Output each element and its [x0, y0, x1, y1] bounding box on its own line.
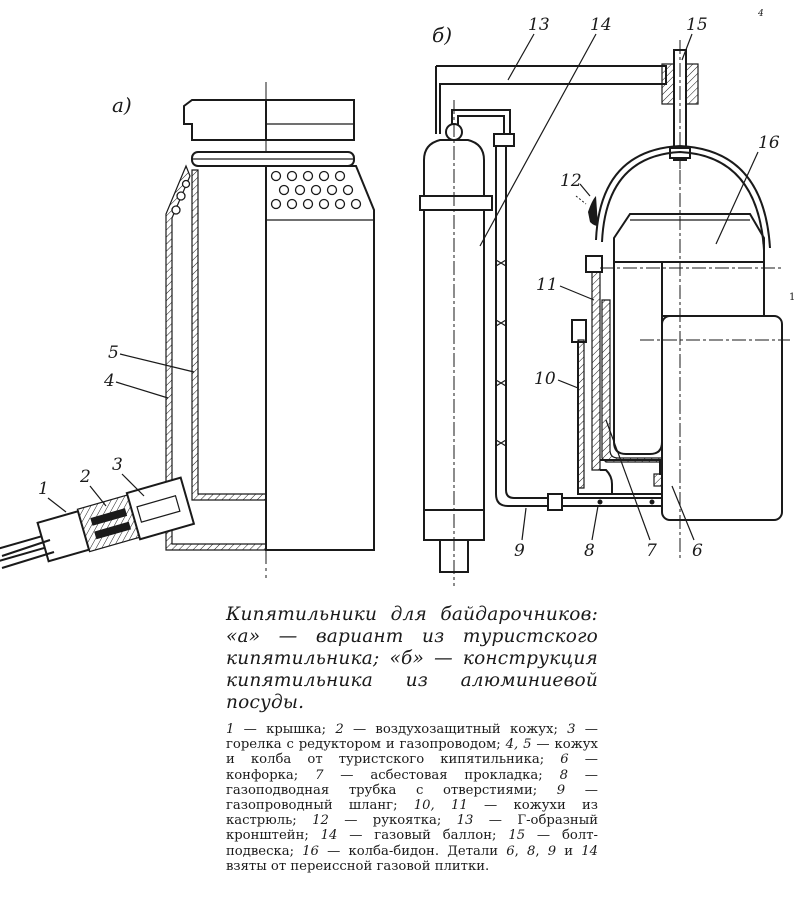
gas-pipe-8 [562, 497, 680, 507]
legend-number: 4, 5 [505, 737, 532, 753]
callout-11: 11 [536, 275, 558, 295]
handle-12 [588, 196, 598, 226]
callout-2: 2 [79, 467, 91, 487]
legend-entry: 12 — рукоятка; [312, 813, 457, 829]
panel-a-label: а) [112, 93, 132, 117]
legend-number: 9 [556, 782, 566, 798]
legend-entry: 13 — Г-образный кронштейн; [226, 813, 598, 844]
callout-9: 9 [514, 541, 525, 561]
callout-6: 6 [692, 541, 703, 561]
casing-exterior [265, 165, 375, 551]
callout-7: 7 [646, 541, 657, 561]
callout-14: 14 [590, 15, 612, 35]
legend-entry: 6 — конфорка; [226, 752, 598, 783]
legend-entry: 8 — газоподводная трубка с отверстиями; [226, 767, 598, 798]
l-bracket-13 [436, 65, 667, 134]
callout-15: 15 [686, 15, 708, 35]
panel-a-drawing: а) [0, 82, 375, 578]
caption-title: Кипятильники для байдарочников: «а» — ва… [226, 604, 598, 713]
legend-entry: 9 — газопроводный шланг; [226, 782, 598, 814]
callout-12: 12 [560, 171, 582, 191]
gas-hose-9 [495, 146, 563, 511]
callout-16: 16 [758, 133, 780, 153]
legend-number: 12 [312, 813, 329, 829]
callout-3: 3 [112, 455, 123, 475]
legend-number: 16 [302, 843, 319, 859]
figure-caption: Кипятильники для байдарочников: «а» — ва… [226, 604, 598, 874]
gas-cylinder-14 [419, 100, 493, 586]
callouts-panel-a: 1 2 3 4 5 [38, 343, 195, 513]
legend-entry: 7 — асбестовая прокладка; [315, 767, 560, 783]
legend-entry: 3 — горелка с редуктором и газопроводом; [226, 722, 598, 753]
panel-b-label: б) [432, 23, 452, 47]
burner-assembly [0, 476, 196, 569]
legend-number: 7 [315, 767, 324, 783]
legend-number: 13 [456, 813, 474, 829]
callout-4: 4 [103, 371, 115, 391]
legend-note: Детали 6, 8, 9 и 14 взяты от переиссной … [226, 843, 598, 874]
legend-entry: 2 — воздухозащитный кожух; [335, 722, 568, 737]
flask-can-16 [595, 144, 790, 560]
flask-5-wall [191, 169, 267, 501]
callout-5: 5 [108, 343, 119, 363]
callout-1: 1 [38, 479, 49, 499]
legend-entry: 1 — крышка; [226, 722, 336, 737]
panel-b-drawing: б) 4 [419, 9, 795, 586]
casing-perforations-right [270, 170, 362, 210]
legend-entry: 14 — газовый баллон; [320, 828, 509, 844]
legend-number: 2 [335, 722, 344, 737]
legend-number: 10, 11 [413, 798, 468, 814]
callout-8: 8 [584, 541, 595, 561]
legend-number: 14 [320, 828, 338, 844]
corner-mark: 4 [757, 9, 764, 19]
callouts-panel-b: 13 14 15 16 12 11 10 9 8 7 6 1 [479, 15, 795, 561]
edge-mark: 1 [789, 292, 795, 303]
caption-legend: 1 — крышка; 2 — воздухозащитный кожух; 3… [226, 722, 598, 874]
legend-entry: 16 — колба-бидон. [302, 843, 448, 859]
legend-number: 1 [226, 722, 235, 737]
boiler-technical-drawing: а) [0, 9, 795, 586]
lid-exterior [265, 99, 355, 141]
callout-13: 13 [528, 15, 550, 35]
legend-entry: 10, 11 — кожухи из кастрюль; [226, 798, 598, 829]
callout-10: 10 [534, 369, 556, 389]
legend-number: 15 [508, 828, 526, 844]
legend-number: 3 [567, 722, 576, 737]
legend-number: 8 [559, 767, 568, 783]
legend-entry: 4, 5 — кожух и колба от туристского кипя… [226, 737, 598, 768]
legend-entry: 15 — болт-подвеска; [226, 828, 598, 859]
burner-3 [125, 476, 196, 541]
casing-perforations-left [171, 179, 191, 215]
legend-number: 6 [560, 752, 569, 768]
